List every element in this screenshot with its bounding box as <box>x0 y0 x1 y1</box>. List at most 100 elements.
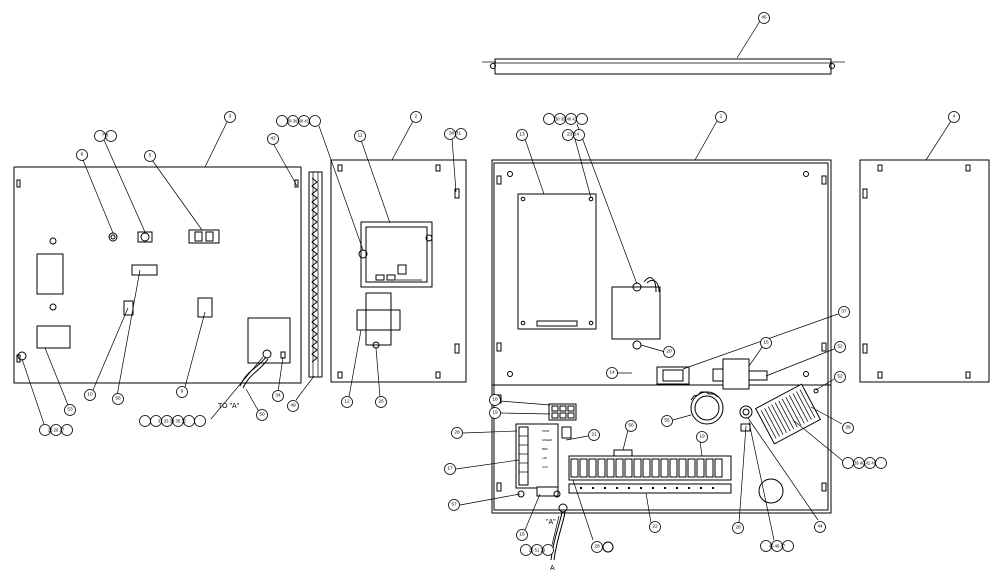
callout-19-b: 19 <box>696 431 708 443</box>
svg-text:22: 22 <box>652 524 658 530</box>
callout-20: 20 <box>663 346 675 358</box>
svg-text:45 46 47: 45 46 47 <box>769 544 786 549</box>
callout-52-a: 52 <box>834 341 846 353</box>
callout-56: 56 <box>112 393 124 405</box>
callout-4: 4 <box>948 111 960 123</box>
svg-text:56: 56 <box>115 396 121 402</box>
svg-text:49: 49 <box>290 403 296 409</box>
callout-34: 34 <box>272 390 284 402</box>
svg-text:19: 19 <box>699 434 705 440</box>
callout-12: 12 <box>341 396 353 408</box>
sub-panel <box>330 159 467 383</box>
svg-text:36: 36 <box>845 425 851 431</box>
svg-text:17: 17 <box>447 466 453 472</box>
svg-text:15: 15 <box>763 340 769 346</box>
callout-52-b: 52 <box>834 371 846 383</box>
callout-45-46-47: 45 46 47 <box>760 540 794 552</box>
callout-28-b: 28 <box>591 541 603 553</box>
main-enclosure: PWR SPEED BRK LIM AUX <box>491 159 832 561</box>
a-mark-label: "A" <box>546 519 556 526</box>
callout-9: 9 <box>176 386 188 398</box>
left-door-panel <box>13 166 302 389</box>
right-side-panel <box>859 120 990 383</box>
din-rail-dots <box>580 487 714 489</box>
svg-text:31 33 34 35 32: 31 33 34 35 32 <box>158 419 187 424</box>
callout-18: 18 <box>489 394 501 406</box>
top-rail-part <box>482 20 845 75</box>
callout-55: 55 <box>661 415 673 427</box>
svg-text:52: 52 <box>837 344 843 350</box>
a-bottom-label: A <box>550 565 555 572</box>
callout-14: 14 <box>606 367 618 379</box>
callout-19: 19 <box>489 407 501 419</box>
svg-text:5: 5 <box>149 153 152 159</box>
callout-57: 57 <box>448 499 460 511</box>
callout-26: 26 <box>375 396 387 408</box>
callout-28-a: 28 <box>451 427 463 439</box>
svg-text:44: 44 <box>817 524 823 530</box>
callout-2: 2 <box>410 111 422 123</box>
svg-text:12: 12 <box>344 399 350 405</box>
callout-45: 45 <box>758 12 770 24</box>
svg-text:50: 50 <box>259 412 265 418</box>
callout-22: 22 <box>649 521 661 533</box>
svg-text:7 8: 7 8 <box>102 133 109 139</box>
callout-38-41-b: 38 39 40 41 <box>543 113 588 125</box>
callout-30-31: 30 31 <box>444 128 467 140</box>
callout-56-b: 56 <box>625 420 637 432</box>
svg-text:14: 14 <box>609 370 615 376</box>
hinge-strip <box>295 171 323 401</box>
callout-39-46: 39 40 41 46 <box>842 457 887 469</box>
svg-text:1: 1 <box>720 114 723 120</box>
terminal-label-pwr: PWR <box>542 429 550 433</box>
callout-44: 44 <box>814 521 826 533</box>
svg-text:3: 3 <box>229 114 232 120</box>
callout-50: 50 <box>256 409 268 421</box>
callout-49: 49 <box>287 400 299 412</box>
svg-text:42: 42 <box>270 136 276 142</box>
svg-text:10: 10 <box>87 392 93 398</box>
callout-3: 3 <box>224 111 236 123</box>
svg-text:30 31: 30 31 <box>449 131 461 137</box>
svg-text:6: 6 <box>81 152 84 158</box>
sub-panel-leaders <box>318 120 457 398</box>
svg-text:16: 16 <box>519 532 525 538</box>
svg-text:45: 45 <box>761 15 767 21</box>
callout-53: 53 <box>64 404 76 416</box>
svg-text:13: 13 <box>519 132 525 138</box>
svg-text:26: 26 <box>378 399 384 405</box>
callout-21: 21 <box>588 429 600 441</box>
svg-text:56: 56 <box>628 423 634 429</box>
svg-text:38 39 40 41: 38 39 40 41 <box>287 119 310 124</box>
callout-10: 10 <box>84 389 96 401</box>
callout-16: 16 <box>516 529 528 541</box>
callout-28-c: 28 <box>732 522 744 534</box>
callout-7-8: 7 8 <box>94 130 117 142</box>
svg-text:53: 53 <box>67 407 73 413</box>
svg-text:28: 28 <box>735 525 741 531</box>
callout-37: 37 <box>838 306 850 318</box>
callout-6: 6 <box>76 149 88 161</box>
svg-text:55: 55 <box>664 418 670 424</box>
callout-26-51-29: 26 51 29 <box>520 544 554 556</box>
svg-text:11: 11 <box>358 133 363 139</box>
callout-31-seq: 31 33 34 35 32 <box>139 415 206 427</box>
svg-text:34: 34 <box>275 393 281 399</box>
callout-36: 36 <box>842 422 854 434</box>
svg-text:25 26 27: 25 26 27 <box>48 428 65 433</box>
left-panel-leaders <box>21 121 298 425</box>
svg-text:57: 57 <box>451 502 457 508</box>
svg-text:38 39 40 41: 38 39 40 41 <box>555 117 578 122</box>
terminal-label-brk: BRK <box>542 447 548 451</box>
svg-text:9: 9 <box>181 389 184 395</box>
svg-text:18: 18 <box>492 397 498 403</box>
terminal-label-aux: AUX <box>542 465 548 469</box>
callout-38-41-a: 38 39 40 41 <box>276 115 321 127</box>
enclosure-leaders <box>455 120 844 546</box>
callout-42: 42 <box>267 133 279 145</box>
svg-text:4: 4 <box>953 114 956 120</box>
svg-text:26 51 29: 26 51 29 <box>529 548 546 553</box>
to-a-label: TO "A" <box>218 403 240 410</box>
svg-text:37: 37 <box>841 309 847 315</box>
